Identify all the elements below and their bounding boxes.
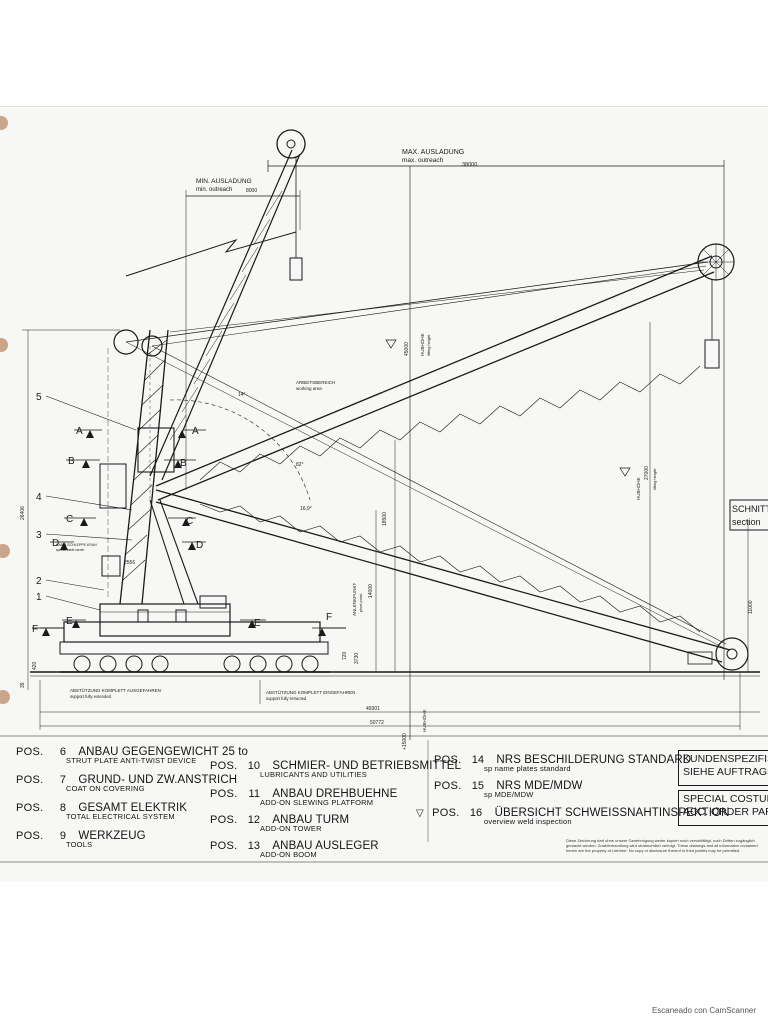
binder-hole-mark (0, 338, 8, 352)
lifting-height-label-en: lifting height (652, 468, 657, 490)
legend-item: POS. 10 SCHMIER- UND BETRIEBSMITTEL LUBR… (210, 760, 462, 779)
angle-label: 16,9° (300, 506, 312, 512)
dim-label: 18500 (382, 512, 388, 526)
dim-label: 720 (342, 651, 348, 660)
dim-label: 27000 (644, 466, 650, 480)
section-marker: D (52, 538, 59, 549)
tower-left-chord (119, 329, 151, 605)
cable-carrier-label: KABELSCHLEPPE KRAN (56, 543, 97, 547)
section-marker: A (192, 426, 199, 437)
sheet-edge (0, 106, 768, 107)
dim-label: 45000 (404, 342, 410, 356)
legend-item: POS. 9 WERKZEUG TOOLS (16, 830, 146, 849)
section-marker: F (326, 612, 332, 623)
section-box-label: SCHNITT (732, 504, 768, 514)
section-marker: E (254, 618, 261, 629)
legend-item: POS. 11 ANBAU DREHBUEHNE ADD-ON SLEWING … (210, 788, 398, 807)
callout-number: 5 (36, 392, 42, 403)
tower-right-chord (141, 329, 169, 605)
max-outreach-value: 38000 (462, 162, 477, 168)
lifting-height-label: HUBHÖHE (421, 709, 427, 732)
legend-item: POS. 7 GRUND- UND ZW.ANSTRICH COAT ON CO… (16, 774, 238, 793)
support-extended-label-en: support fully extended (70, 694, 112, 699)
min-outreach-label: MIN. AUSLADUNG (196, 178, 252, 185)
min-outreach-label-en: min. outreach (196, 187, 232, 193)
boom-low-tip-sheave (715, 637, 749, 671)
legend-item: POS. 15 NRS MDE/MDW sp MDE/MDW (434, 780, 583, 799)
dim-label: 3730 (354, 653, 360, 664)
callout-number: 4 (36, 492, 42, 503)
triangle-icon: ▽ (416, 808, 424, 819)
support-extended-label: ABSTÜTZUNG KOMPLETT AUSGEFAHREN (70, 687, 161, 693)
dim-label: 14000 (368, 584, 374, 598)
dim-label: 49301 (366, 706, 380, 712)
callout-number: 3 (36, 530, 42, 541)
lifting-height-label-en: lifting height (426, 334, 431, 356)
binder-hole-mark (0, 116, 8, 130)
legend-item: POS. 12 ANBAU TURM ADD-ON TOWER (210, 814, 350, 833)
dim-label: 2556 (124, 560, 135, 566)
max-outreach-label: MAX. AUSLADUNG (402, 149, 464, 156)
crawler-chassis (63, 621, 321, 643)
customer-specific-box: KUNDENSPEZIFISCH SIEHE AUFTRAGSSCH (678, 750, 768, 786)
lifting-height-label: HUBHÖHE (635, 477, 641, 500)
dim-label: 420 (32, 661, 38, 670)
pivot-label: ANLENKPUNKT (352, 582, 357, 616)
section-marker: B (68, 456, 75, 467)
scanner-watermark: Escaneado con CamScanner (651, 1006, 756, 1015)
legend-item: POS. 8 GESAMT ELEKTRIK TOTAL ELECTRICAL … (16, 802, 188, 821)
callout-number: 1 (36, 592, 42, 603)
section-marker: C (66, 514, 73, 525)
dim-label: 26406 (20, 506, 26, 520)
special-customer-box: SPECIAL COSTUMER ACC. ORDER PART (678, 790, 768, 826)
support-retracted-label-en: support fully retracted (266, 696, 307, 701)
angle-label: 82° (296, 462, 304, 468)
section-marker: A (76, 426, 83, 437)
binder-hole-mark (0, 690, 10, 704)
binder-hole-mark (0, 544, 10, 558)
section-box-label-en: section (732, 517, 761, 527)
working-area-label: ARBEITSBEREICH (296, 380, 335, 385)
slewing-platform-house (99, 603, 231, 637)
section-marker: C (186, 516, 193, 527)
callout-number: 2 (36, 576, 42, 587)
dim-label: 50772 (370, 720, 384, 726)
section-marker: D (196, 540, 203, 551)
max-outreach-label-en: max. outreach (402, 157, 444, 164)
dim-label: +15000 (402, 733, 408, 750)
working-area-label-en: working area (296, 386, 322, 391)
legend-item: POS. 13 ANBAU AUSLEGER ADD-ON BOOM (210, 840, 379, 859)
angle-label: 14° (238, 392, 246, 398)
dim-label: 39 (20, 682, 26, 688)
legend-item: POS. 6 ANBAU GEGENGEWICHT 25 to STRUT PL… (16, 746, 249, 765)
section-marker: B (180, 458, 187, 469)
boom-low-position (155, 489, 731, 651)
legend-item: ▽ POS. 16 ÜBERSICHT SCHWEISSNAHTINSPEKTI… (416, 807, 730, 826)
lifting-height-label: HUBHÖHE (419, 333, 425, 356)
working-area-arc (169, 399, 311, 501)
legend-item: POS. 14 NRS BESCHILDERUNG STANDARD sp na… (434, 754, 692, 773)
section-marker: E (66, 616, 73, 627)
dim-label: 11000 (748, 600, 754, 614)
copyright-notice: Diese Zeichnung darf ohne unsere Genehmi… (566, 838, 758, 853)
drawing-sheet (0, 106, 768, 882)
section-marker: F (32, 624, 38, 635)
min-outreach-value: 8000 (246, 188, 257, 194)
boom-mid-position (155, 255, 713, 487)
boom-steep-position (149, 149, 293, 477)
pivot-label-en: pivot point (358, 593, 363, 612)
cable-carrier-label-en: special cable carrier (56, 548, 85, 552)
support-retracted-label: ABSTÜTZUNG KOMPLETT EINGEFAHREN (266, 689, 355, 695)
